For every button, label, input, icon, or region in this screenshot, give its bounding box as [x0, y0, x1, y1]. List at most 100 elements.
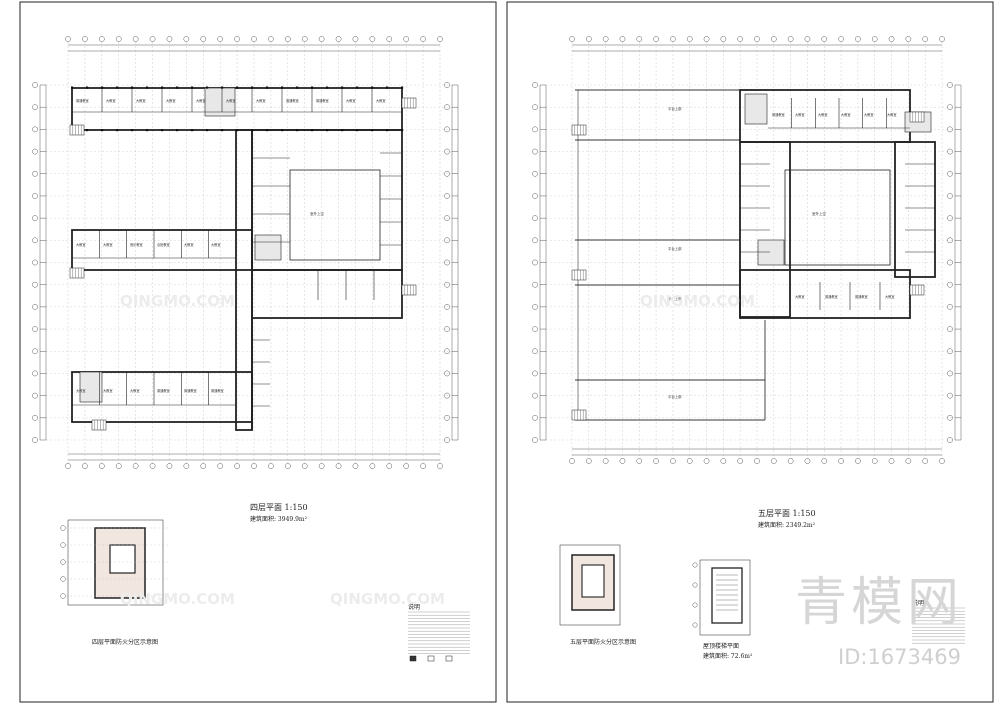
right-outdoor-label: 平台上部: [668, 106, 682, 111]
left-dim-axis-bubble: [268, 36, 274, 42]
left-room-label: 大教室: [76, 242, 86, 247]
right-dim-west-axis-bubble: [532, 304, 538, 310]
left-fire-zone-caption: 四层平面防火分区示意图: [92, 639, 159, 646]
left-dim-west-axis-bubble: [32, 415, 38, 421]
left-column: [86, 129, 89, 132]
right-room-label: 大教室: [864, 112, 874, 117]
left-fire-zone-frame: [67, 519, 164, 606]
watermark-faint-1: QINGMO.COM: [120, 292, 235, 310]
right-courtyard: [784, 169, 891, 266]
left-dim-west-axis-bubble: [32, 370, 38, 377]
left-column: [116, 129, 119, 132]
left-dim-axis-bubble: [65, 463, 71, 469]
left-column: [161, 86, 164, 89]
right-dim-axis-bubble: [905, 36, 912, 42]
left-dim-west-axis-bubble: [32, 304, 38, 310]
left-dim-west-axis-bubble: [32, 170, 38, 177]
left-dim-axis-bubble: [369, 463, 376, 469]
left-column: [371, 86, 374, 89]
roof-stair-bubble: [692, 602, 698, 608]
left-dim-axis-bubble: [437, 36, 443, 42]
left-courtyard-label: 室外上空: [310, 211, 324, 216]
left-plan-title: 四层平面 1:150: [250, 503, 308, 512]
left-dim-axis-bubble: [166, 463, 173, 469]
left-column: [71, 86, 74, 89]
left-dim-axis-bubble: [82, 463, 88, 469]
watermark-faint-4: QINGMO.COM: [330, 590, 445, 608]
left-room-label: 大教室: [130, 388, 140, 393]
left-dim-axis-bubble: [183, 36, 190, 42]
right-room-label: 大教室: [795, 294, 805, 299]
left-dim-axis-bubble: [217, 36, 223, 42]
left-dim-west-axis-bubble: [32, 104, 38, 110]
roof-stair-caption: 屋顶楼梯平面: [703, 643, 740, 650]
left-dim-axis-bubble: [251, 463, 257, 469]
left-dim-west-axis-bubble: [32, 259, 38, 266]
left-dim-axis-bubble: [251, 36, 257, 42]
left-column: [206, 86, 209, 89]
right-dim-axis-bubble: [653, 36, 659, 42]
left-stair-1: [204, 87, 236, 117]
right-dim-axis-bubble: [888, 458, 895, 464]
left-dim-axis-bubble: [132, 36, 139, 42]
left-column: [176, 86, 179, 89]
left-dim-axis-bubble: [386, 36, 393, 42]
right-dim-axis-bubble: [737, 36, 743, 42]
left-column: [326, 86, 329, 89]
left-column: [281, 129, 284, 132]
right-dim-axis-bubble: [703, 36, 710, 42]
right-room-label: 普通教室: [772, 112, 785, 117]
right-outdoor-label: 平台上部: [668, 246, 682, 251]
left-dim-axis-bubble: [200, 36, 207, 42]
right-dim-axis-bubble: [838, 36, 844, 42]
watermark-brand: 青模网: [795, 573, 964, 633]
left-stair-3: [79, 371, 103, 403]
left-room-label: 大教室: [346, 98, 356, 103]
right-dim-west-axis-bubble: [532, 126, 538, 133]
left-courtyard: [289, 169, 381, 261]
right-side-stair: [571, 269, 587, 281]
right-dim-west-axis-bubble: [532, 215, 538, 221]
left-dim-axis-bubble: [99, 36, 105, 42]
left-dim-axis-bubble: [420, 36, 426, 42]
right-dim-axis-bubble: [821, 458, 828, 464]
left-room-label: 大教室: [76, 388, 86, 393]
left-dim-west-axis-bubble: [32, 193, 38, 199]
left-room-label: 普通教室: [184, 388, 197, 393]
left-dim-axis-bubble: [285, 463, 291, 469]
right-block-south: [739, 269, 911, 319]
right-fire-zone-frame: [559, 544, 621, 626]
left-area-text: 建筑面积: 3949.9m²: [250, 516, 308, 523]
left-dim-axis-bubble: [335, 463, 342, 469]
right-dim-axis-bubble: [855, 36, 861, 42]
right-dim-axis-bubble: [939, 36, 945, 42]
right-side-stair: [909, 111, 925, 123]
right-dim-west-axis-bubble: [532, 237, 538, 244]
right-dim-axis-bubble: [771, 36, 777, 42]
left-dim-axis-bubble: [82, 36, 88, 42]
right-dim-west-axis-bubble: [532, 348, 538, 355]
left-column: [101, 86, 104, 89]
right-dim-axis-bubble: [586, 458, 592, 464]
left-column: [146, 129, 149, 132]
left-column: [221, 129, 224, 132]
right-dim-axis-bubble: [888, 36, 895, 42]
left-dim-west-axis-bubble: [32, 126, 38, 133]
right-dim-axis-bubble: [787, 36, 794, 42]
left-room-label: 大教室: [106, 98, 116, 103]
right-dim-axis-bubble: [686, 36, 693, 42]
roof-stair-frame: [699, 559, 751, 636]
left-dim-axis-bubble: [234, 36, 240, 42]
watermark-faint-3: QINGMO.COM: [640, 292, 755, 310]
left-column: [296, 86, 299, 89]
left-column: [281, 86, 284, 89]
left-column: [266, 86, 269, 89]
left-dim-axis-bubble: [65, 36, 71, 42]
left-dim-axis-bubble: [149, 463, 156, 469]
left-legend-swatch: [427, 655, 435, 662]
left-dim-axis-bubble: [166, 36, 173, 42]
roof-stair-bubble: [692, 562, 698, 568]
left-dim-west-axis-bubble: [32, 237, 38, 244]
left-column: [386, 86, 389, 89]
